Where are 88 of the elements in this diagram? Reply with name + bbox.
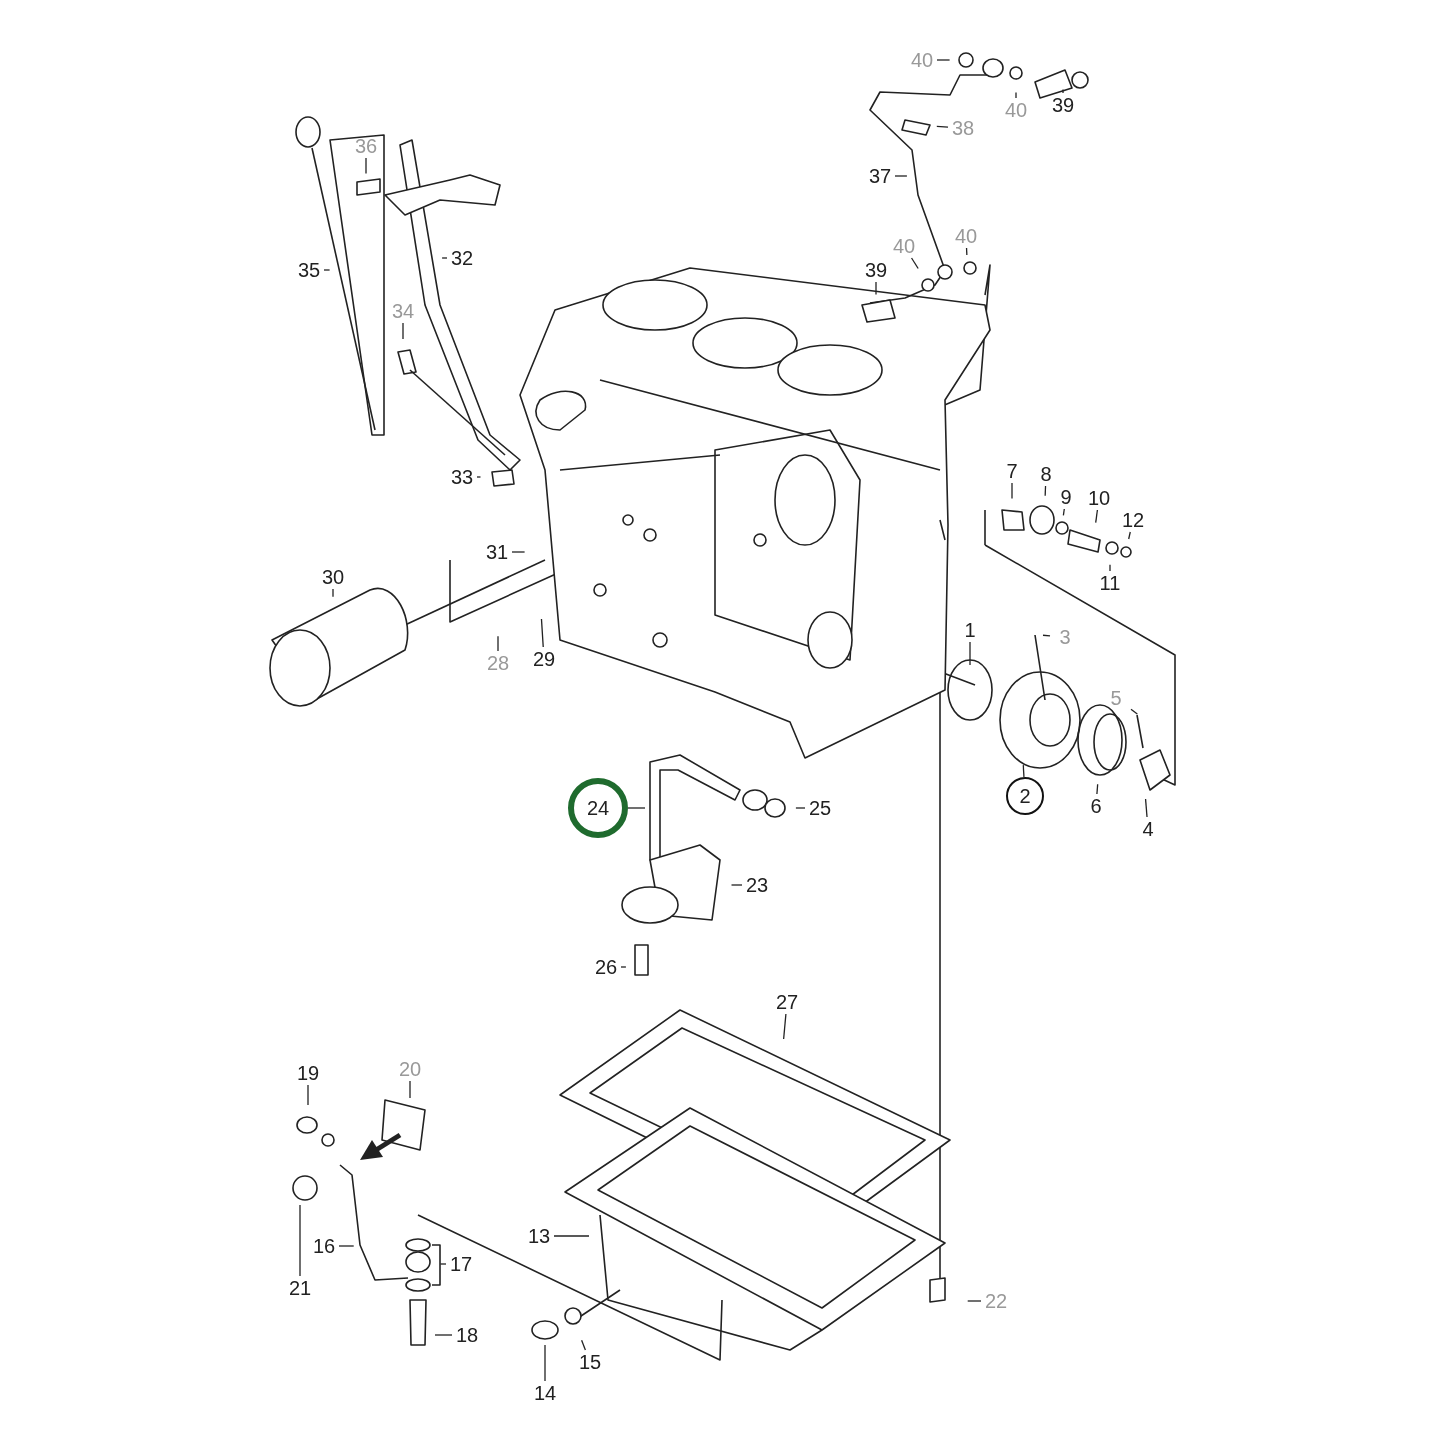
leader-line [1144,798,1148,818]
callout-number: 31 [482,540,512,564]
callout-number: 40 [951,224,981,248]
leader-line [402,322,404,340]
callout-number: 39 [861,258,891,282]
callout-number: 32 [447,246,477,270]
leader-line [894,175,908,177]
callout-number: 18 [452,1323,482,1347]
leader-line [511,551,526,553]
leader-line [1095,509,1099,524]
leader-line [783,1013,787,1040]
leader-line [365,157,367,175]
leader-line [969,641,971,666]
leader-line [409,1080,411,1099]
callout-number: 16 [309,1234,339,1258]
leader-line [1044,485,1047,497]
callout-number: 12 [1118,508,1148,532]
callout-number: 40 [907,48,937,72]
callout-number: 26 [591,955,621,979]
callout-number: 23 [742,873,772,897]
leader-line [1128,531,1131,540]
leader-line [544,1344,546,1382]
leader-line [936,59,951,61]
callout-number: 25 [805,796,835,820]
circled-callout-number: 2 [1006,777,1044,815]
leader-line [965,247,968,256]
leader-line [439,1263,447,1265]
leader-line [967,1300,982,1302]
callout-number: 19 [293,1061,323,1085]
callout-number: 11 [1095,571,1125,595]
callout-number: 6 [1081,794,1111,818]
callout-number: 9 [1051,485,1081,509]
leader-line [497,635,499,652]
leader-line [936,125,949,128]
leader-line [553,1235,590,1237]
leader-line [323,269,331,271]
callout-number: 13 [524,1224,554,1248]
leader-line [910,257,919,270]
callout-number: 38 [948,116,978,140]
callout-number: 22 [981,1289,1011,1313]
leader-line [540,618,544,648]
callout-number: 35 [294,258,324,282]
leader-line [1042,634,1051,637]
leader-line [1062,88,1064,94]
circled-callout-number: 24 [568,778,628,838]
leader-line [441,257,448,259]
callout-number: 5 [1101,686,1131,710]
callout-number: 3 [1050,625,1080,649]
callout-number: 14 [530,1381,560,1405]
callout-number: 17 [446,1252,476,1276]
leader-line [1011,482,1013,500]
leader-line [338,1245,355,1247]
leader-line [434,1334,453,1336]
callout-number: 36 [351,134,381,158]
callout-number: 27 [772,990,802,1014]
callout-number: 7 [997,459,1027,483]
callout-number: 39 [1048,93,1078,117]
callout-number: 40 [889,234,919,258]
callout-number: 21 [285,1276,315,1300]
callout-number: 40 [1001,98,1031,122]
callout-number: 8 [1031,462,1061,486]
callout-number: 33 [447,465,477,489]
leader-line [1062,508,1065,516]
leader-line [620,966,627,968]
leader-line [476,476,482,478]
leader-line [875,281,877,296]
callout-number: 34 [388,299,418,323]
leader-line [299,1204,301,1277]
callout-number: 1 [955,618,985,642]
callout-number: 30 [318,565,348,589]
leader-line [332,588,334,598]
leader-line [307,1084,309,1106]
leader-line [1096,783,1099,795]
callout-number: 29 [529,647,559,671]
leader-line [795,807,806,809]
callout-number: 10 [1084,486,1114,510]
leader-line [580,1339,587,1351]
leader-line [1130,708,1138,715]
leader-line [730,884,743,886]
callout-number: 15 [575,1350,605,1374]
callout-number: 28 [483,651,513,675]
leader-line [1015,91,1017,99]
leader-line [1022,764,1025,778]
leader-line [627,807,646,809]
callout-number: 37 [865,164,895,188]
callout-number: 4 [1133,817,1163,841]
leader-line [1109,564,1111,572]
callout-number: 20 [395,1057,425,1081]
